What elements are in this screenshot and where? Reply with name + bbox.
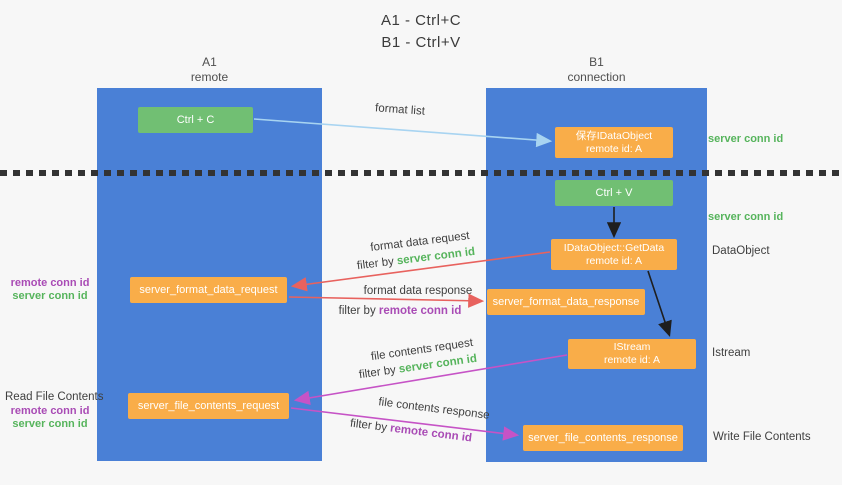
server-conn-id-text: server conn id [12, 290, 88, 302]
filter-by-text: filter by [338, 305, 376, 317]
node-save-idataobject: 保存IDataObject remote id: A [555, 127, 673, 158]
conn-id-pair-bottom: remote conn id server conn id [4, 405, 96, 431]
node-idataobject-getdata: IDataObject::GetData remote id: A [551, 239, 677, 270]
label-dataobject: DataObject [712, 245, 770, 257]
lane-header-a1: A1 remote [97, 55, 322, 85]
remote-conn-id-text: remote conn id [378, 305, 462, 317]
node-server-format-data-request-label: server_format_data_request [139, 283, 278, 296]
diagram-title: A1 - Ctrl+C B1 - Ctrl+V [0, 10, 842, 54]
label-format-data-response: format data response [363, 285, 473, 297]
server-conn-id-text: server conn id [12, 418, 88, 430]
label-file-contents-response: file contents response [377, 396, 491, 422]
node-istream-line1: IStream [613, 341, 651, 353]
node-ctrl-c: Ctrl + C [138, 107, 253, 133]
node-save-idataobject-line1: 保存IDataObject [575, 129, 653, 142]
filter-by-text: filter by [356, 255, 395, 273]
node-ctrl-v-label: Ctrl + V [595, 187, 633, 199]
filter-by-text: filter by [349, 417, 388, 434]
label-write-file-contents: Write File Contents [713, 431, 811, 443]
node-save-idataobject-line2: remote id: A [585, 142, 643, 155]
node-server-format-data-response-label: server_format_data_response [492, 295, 640, 308]
title-line-2: B1 - Ctrl+V [381, 34, 461, 51]
lane-b1-title: B1 [589, 55, 604, 69]
lane-a1-title: A1 [202, 55, 217, 69]
remote-conn-id-text: remote conn id [10, 277, 90, 289]
node-istream-line2: remote id: A [603, 354, 661, 366]
node-server-file-contents-response: server_file_contents_response [523, 425, 683, 451]
label-server-conn-id-top: server conn id [708, 133, 784, 145]
node-server-format-data-request: server_format_data_request [130, 277, 287, 303]
node-ctrl-c-label: Ctrl + C [176, 114, 215, 126]
node-server-file-contents-request-label: server_file_contents_request [137, 399, 280, 412]
node-server-format-data-response: server_format_data_response [487, 289, 645, 315]
label-format-list: format list [374, 102, 426, 118]
node-server-file-contents-request: server_file_contents_request [128, 393, 289, 419]
filter-by-text: filter by [358, 364, 397, 382]
label-filter-remote-conn-1: filter by remote conn id [338, 305, 462, 317]
lane-header-b1: B1 connection [486, 55, 707, 85]
label-istream: Istream [712, 347, 751, 359]
remote-conn-id-text: remote conn id [10, 405, 90, 417]
label-filter-remote-conn-2: filter by remote conn id [348, 417, 475, 445]
remote-conn-id-text: remote conn id [389, 422, 473, 445]
node-server-file-contents-response-label: server_file_contents_response [528, 431, 678, 444]
dotted-separator [0, 170, 842, 176]
conn-id-pair-top: remote conn id server conn id [4, 277, 96, 303]
lane-a1-subtitle: remote [190, 70, 229, 84]
label-server-conn-id-mid: server conn id [708, 211, 784, 223]
node-idataobject-getdata-line1: IDataObject::GetData [563, 241, 665, 254]
title-line-1: A1 - Ctrl+C [380, 12, 462, 29]
node-istream: IStream remote id: A [568, 339, 696, 369]
node-idataobject-getdata-line2: remote id: A [585, 254, 643, 267]
lane-b1-subtitle: connection [567, 70, 626, 84]
node-ctrl-v: Ctrl + V [555, 180, 673, 206]
label-read-file-contents: Read File Contents [5, 391, 104, 403]
